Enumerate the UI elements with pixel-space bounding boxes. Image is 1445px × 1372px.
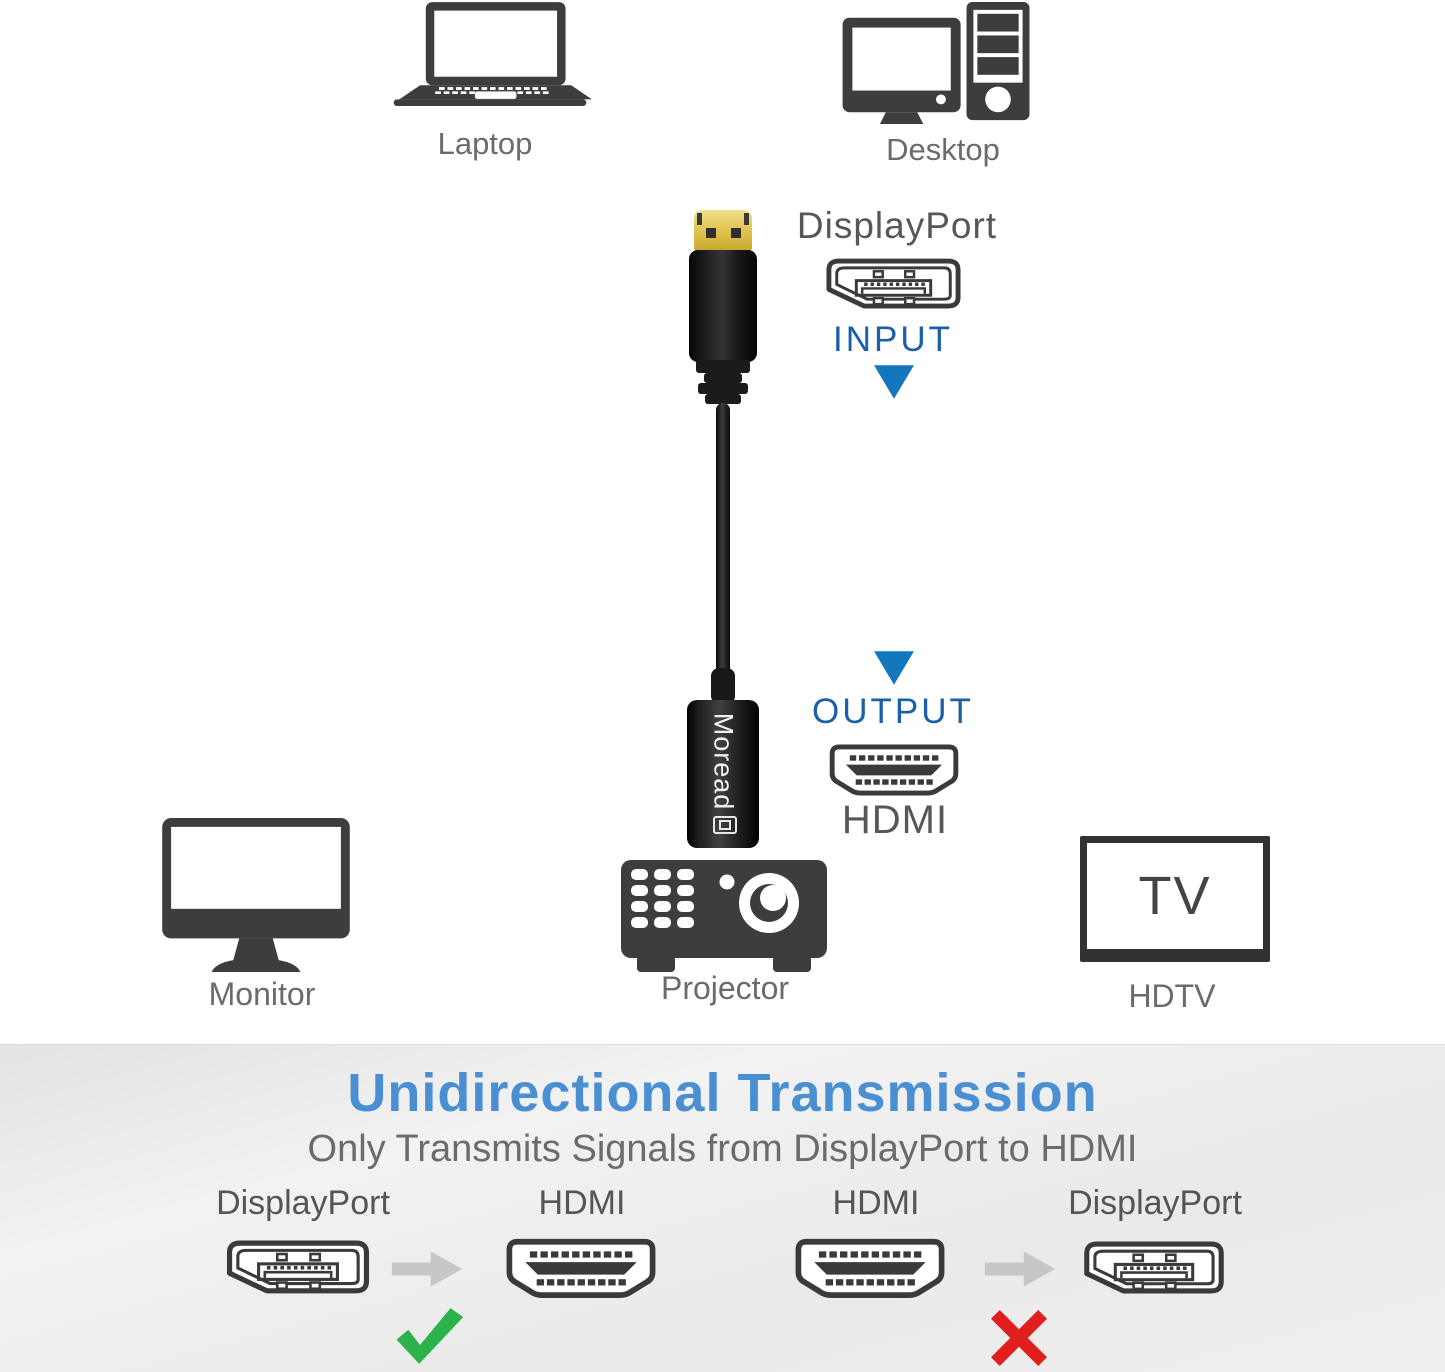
dp-hdmi-adapter-icon: Moread	[687, 700, 759, 848]
adapter-display-glyph-icon	[713, 816, 737, 834]
desktop-label: Desktop	[886, 132, 1000, 167]
right-arrow-icon	[983, 1246, 1057, 1292]
laptop-icon	[388, 2, 592, 108]
projector-label: Projector	[660, 970, 790, 1006]
cross-icon	[990, 1310, 1048, 1366]
hdmi-port-icon	[829, 744, 959, 797]
laptop-label: Laptop	[437, 126, 533, 161]
tv-icon: TV	[1080, 836, 1270, 962]
check-icon	[393, 1306, 465, 1366]
banner-subtitle: Only Transmits Signals from DisplayPort …	[307, 1128, 1138, 1170]
monitor-label: Monitor	[208, 976, 316, 1012]
tv-screen-text: TV	[1138, 866, 1212, 926]
plug-notch-right	[744, 213, 749, 225]
displayport-port-icon	[1078, 1241, 1230, 1296]
flow1-to-label: HDMI	[538, 1184, 626, 1222]
projector-icon	[621, 860, 827, 978]
cable-icon	[716, 403, 730, 675]
flow2-to-label: DisplayPort	[1068, 1184, 1242, 1222]
banner-title: Unidirectional Transmission	[347, 1063, 1098, 1123]
down-arrow-icon	[873, 650, 915, 686]
input-direction-label: INPUT	[833, 320, 953, 359]
flow2-from-label: HDMI	[832, 1184, 920, 1222]
plug-pin-left	[706, 228, 716, 238]
plug-pin-right	[731, 228, 741, 238]
cable-sleeve-icon	[711, 668, 735, 704]
down-arrow-icon	[873, 364, 915, 400]
dp-plug-gold-tip-icon	[694, 210, 752, 251]
displayport-port-icon	[224, 1240, 372, 1296]
strain-relief-ridge	[698, 383, 748, 394]
hdtv-label: HDTV	[1128, 978, 1216, 1014]
hdmi-port-icon	[506, 1238, 656, 1300]
strain-relief-ridge	[705, 394, 741, 404]
output-port-name: HDMI	[841, 798, 949, 842]
banner-section	[0, 1044, 1445, 1372]
right-arrow-icon	[390, 1246, 464, 1292]
flow1-from-label: DisplayPort	[216, 1184, 390, 1222]
dp-plug-body-icon	[689, 250, 757, 362]
input-port-name: DisplayPort	[796, 205, 998, 246]
strain-relief-ridge	[696, 360, 750, 373]
strain-relief-ridge	[704, 373, 742, 383]
hdmi-port-icon	[795, 1238, 945, 1300]
monitor-icon	[162, 818, 350, 972]
desktop-icon	[842, 2, 1032, 124]
adapter-brand-text: Moread	[708, 712, 739, 810]
output-direction-label: OUTPUT	[812, 692, 974, 731]
displayport-port-icon	[825, 258, 962, 311]
plug-notch-left	[697, 213, 702, 225]
